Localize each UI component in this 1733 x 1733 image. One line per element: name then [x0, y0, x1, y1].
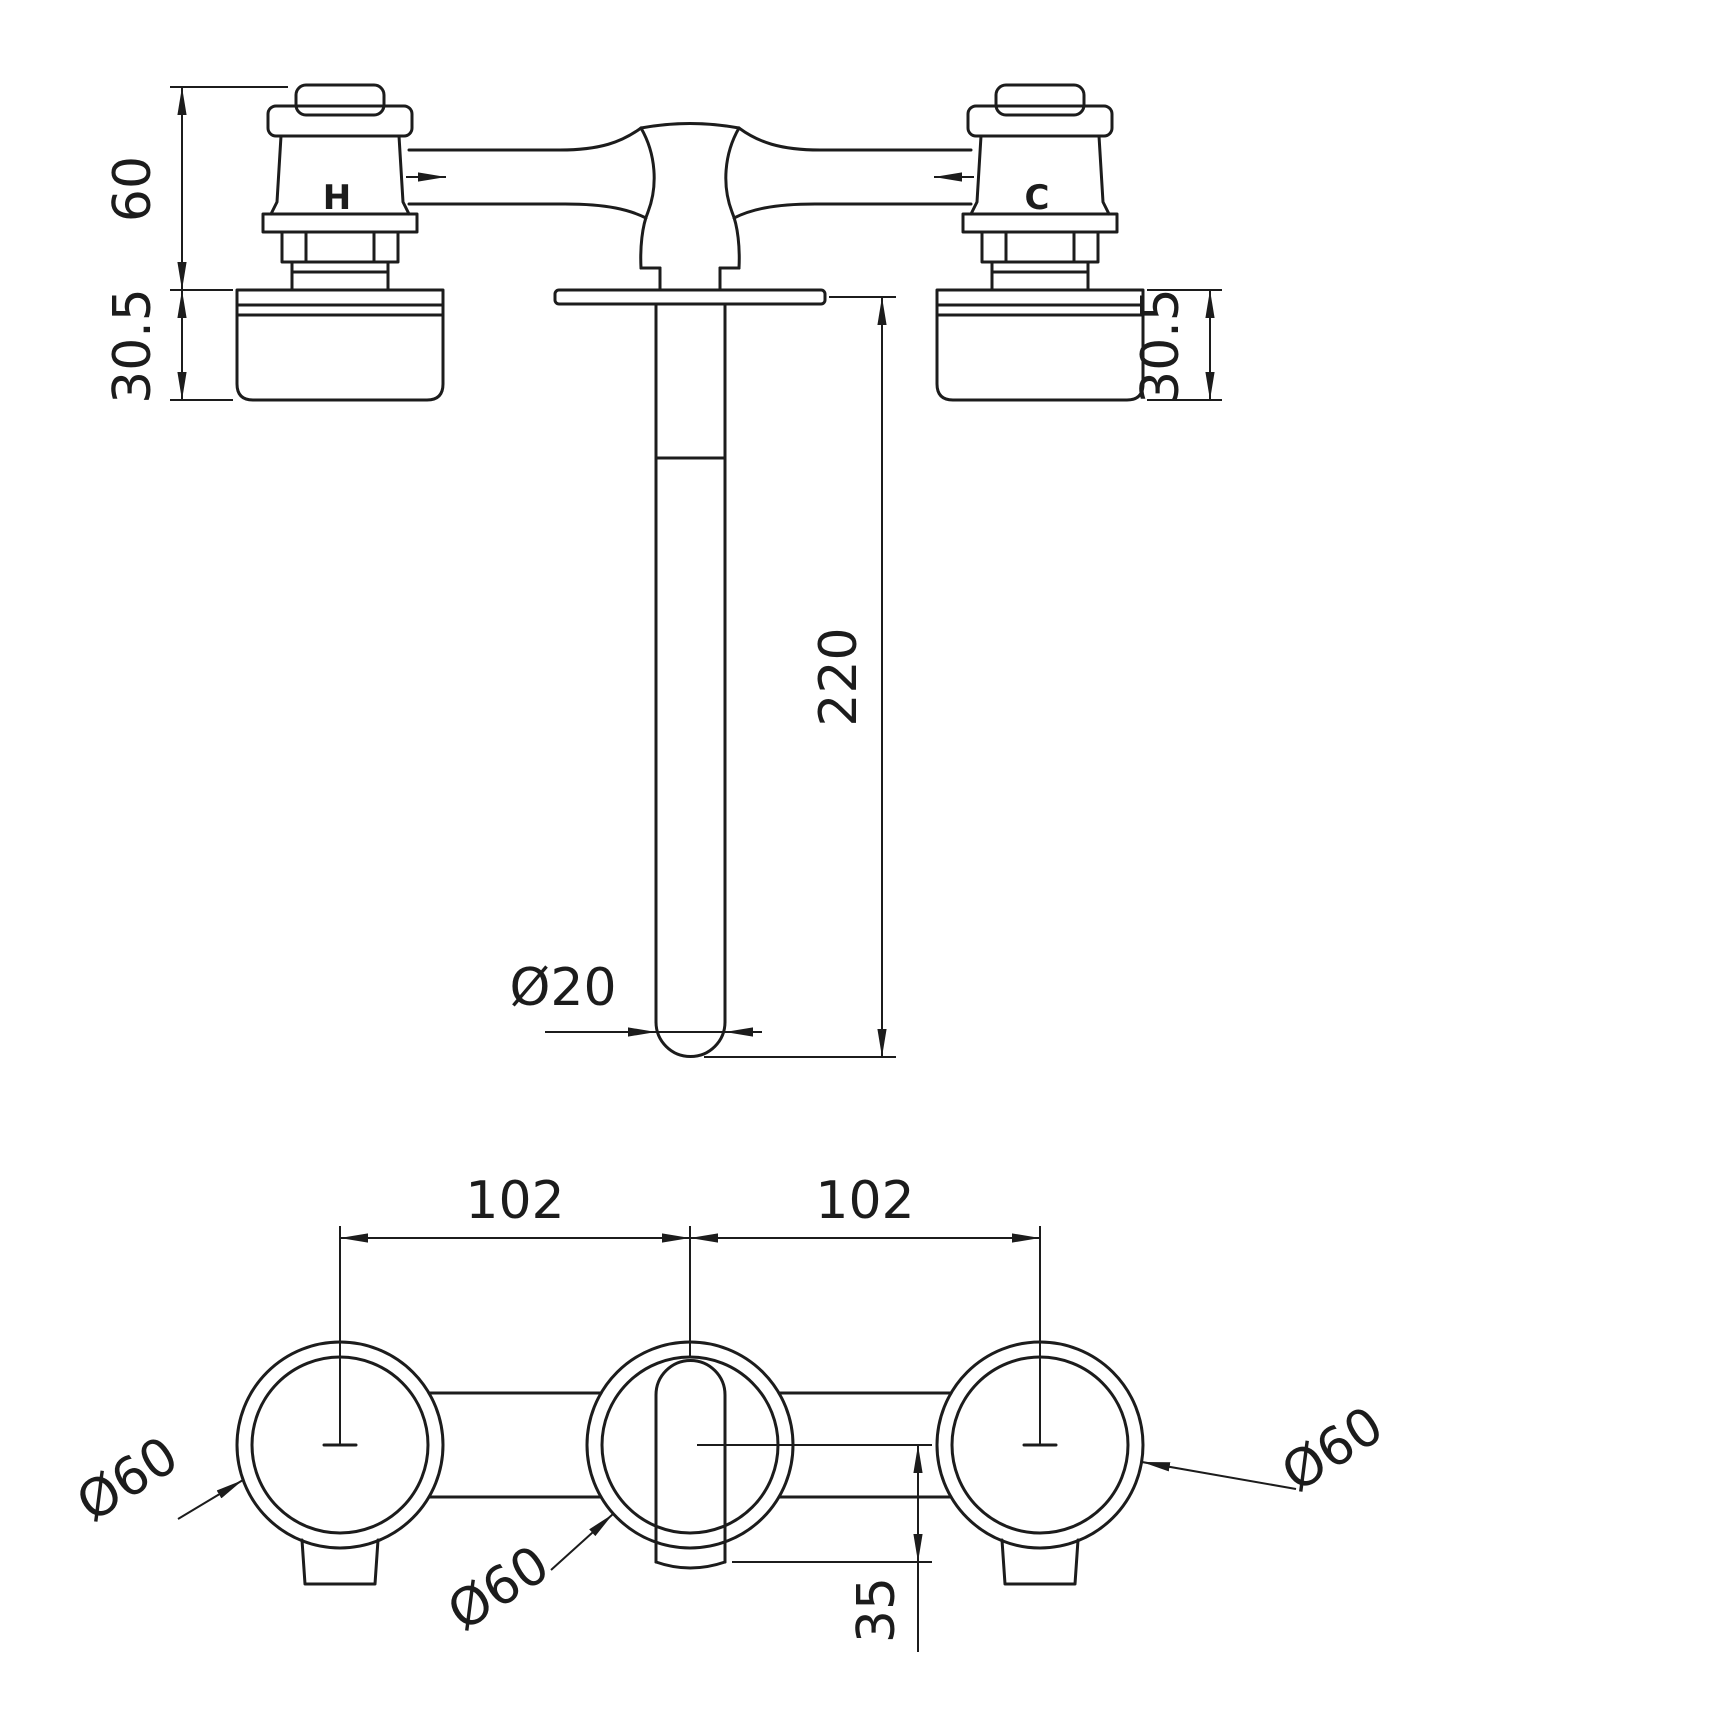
plan-view [235, 1340, 1145, 1586]
right-bar-top-edge [737, 126, 973, 152]
dim-flange-depth-right-30-5: 30.5 [1131, 288, 1222, 404]
hub-right-profile [724, 126, 741, 270]
hot-valve-assembly [235, 83, 445, 402]
cold-body-left-edge [969, 134, 983, 216]
dim-text-35: 35 [847, 1577, 907, 1643]
dim-right-escutcheon-dia-60: Ø60 [1141, 1395, 1394, 1504]
left-bar-bottom-edge [407, 202, 648, 220]
dim-text-dia-60-left: Ø60 [66, 1425, 189, 1534]
hot-body-left-edge [269, 134, 283, 216]
dim-spout-drop-35: 35 [697, 1444, 932, 1652]
dim-spout-length-220: 220 [704, 296, 896, 1058]
hot-hex-facets [304, 230, 376, 264]
cold-label: C [1025, 178, 1050, 218]
leader-line [1141, 1461, 1297, 1490]
spout-rounded-tip [654, 1020, 727, 1058]
spout-neck [658, 266, 722, 292]
leader-line [550, 1513, 614, 1571]
right-mounting-tab [1000, 1538, 1080, 1586]
spout-front-bottom-edge [654, 1560, 727, 1570]
dim-text-30-5-left: 30.5 [103, 288, 163, 404]
cold-hex-nut [980, 230, 1100, 264]
dim-text-dia-60-center: Ø60 [437, 1534, 560, 1643]
cold-handle-cap [966, 104, 1114, 138]
hub-top-edge [639, 122, 741, 130]
cold-hex-facets [1004, 230, 1076, 264]
dim-text-30-5-right: 30.5 [1131, 288, 1191, 404]
hot-handle-top [294, 83, 386, 117]
dim-left-escutcheon-dia-60: Ø60 [66, 1425, 244, 1534]
hot-label: H [323, 178, 351, 218]
wall-flange-plate [553, 288, 827, 306]
front-elevation-view: H C [235, 83, 1145, 1058]
cold-body-right-edge [1097, 134, 1111, 216]
hot-handle-cap [266, 104, 414, 138]
right-bar-bottom-edge [732, 202, 973, 220]
dim-text-dia-20: Ø20 [509, 958, 616, 1018]
front-elevation-dimensions: 60 30.5 30.5 220 Ø20 [103, 86, 1222, 1058]
left-mounting-tab [300, 1538, 380, 1586]
dim-center-escutcheon-dia-60: Ø60 [437, 1513, 614, 1643]
cold-collar [990, 260, 1090, 292]
dim-pitch-right-102: 102 [690, 1171, 1041, 1445]
dim-text-102-right: 102 [815, 1171, 914, 1231]
cold-escutcheon-grooves [935, 303, 1145, 317]
cold-valve-assembly [935, 83, 1145, 402]
hot-hex-nut [280, 230, 400, 264]
plan-view-dimensions: 102 102 35 Ø60 Ø60 Ø60 [66, 1171, 1394, 1652]
dim-text-102-left: 102 [465, 1171, 564, 1231]
extension-line [697, 1444, 932, 1563]
hot-escutcheon-grooves [235, 303, 445, 317]
hot-collar [290, 260, 390, 292]
dim-spout-diameter-20: Ø20 [509, 958, 762, 1037]
cold-escutcheon [935, 288, 1145, 402]
spout-front-outline [654, 1359, 727, 1564]
spout-assembly [407, 122, 973, 1058]
left-bar-top-edge [407, 126, 643, 152]
dim-text-60: 60 [103, 156, 163, 222]
hot-escutcheon [235, 288, 445, 402]
extension-line [339, 1226, 691, 1445]
dim-body-height-60: 60 [103, 86, 288, 291]
hot-body-right-edge [397, 134, 411, 216]
dim-text-220: 220 [809, 627, 869, 726]
dim-pitch-left-102: 102 [339, 1171, 691, 1445]
left-connecting-bar [427, 1391, 603, 1499]
hub-left-profile [639, 126, 656, 270]
dim-flange-depth-left-30-5: 30.5 [103, 288, 233, 404]
cold-handle-top [994, 83, 1086, 117]
leader-line [177, 1479, 244, 1520]
